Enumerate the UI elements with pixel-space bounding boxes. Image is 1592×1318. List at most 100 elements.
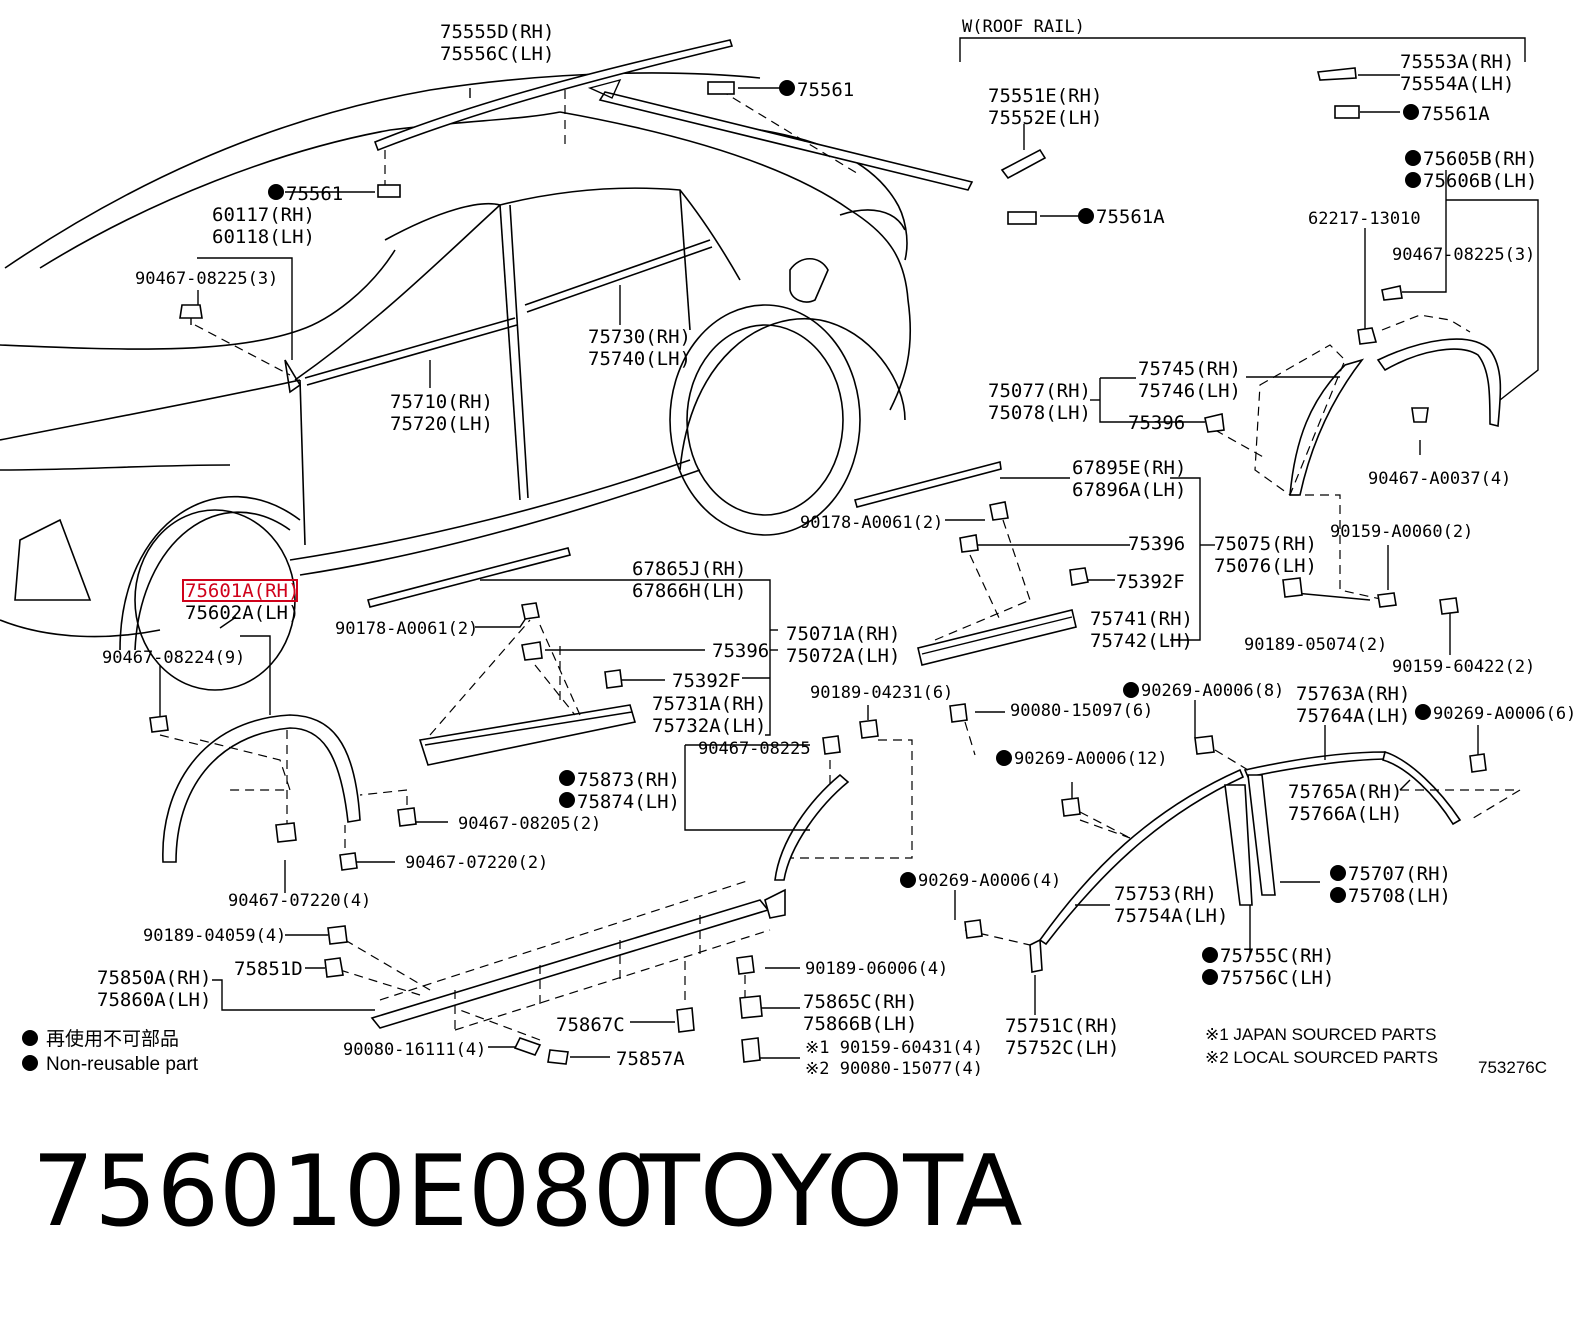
- callout-75561A-a[interactable]: 75561A: [1096, 206, 1165, 228]
- callout-75396-c[interactable]: 75396: [712, 640, 769, 662]
- callout-75866B[interactable]: 75866B(LH): [803, 1013, 917, 1035]
- callout-75602A[interactable]: 75602A(LH): [185, 602, 299, 624]
- callout-90189-05074[interactable]: 90189-05074(2): [1244, 635, 1387, 655]
- callout-75556C[interactable]: 75556C(LH): [440, 43, 554, 65]
- callout-67896A[interactable]: 67896A(LH): [1072, 479, 1186, 501]
- callout-90080-16111[interactable]: 90080-16111(4): [343, 1040, 486, 1060]
- callout-75606B[interactable]: 75606B(LH): [1423, 170, 1537, 192]
- callout-90467-08205[interactable]: 90467-08205(2): [458, 814, 601, 834]
- callout-75755C[interactable]: 75755C(RH): [1220, 945, 1334, 967]
- window-moldings: [1029, 750, 1523, 973]
- note-local-sourced: ※2 LOCAL SOURCED PARTS: [1205, 1048, 1438, 1067]
- callout-75077[interactable]: 75077(RH): [988, 380, 1091, 402]
- callout-90159-60422[interactable]: 90159-60422(2): [1392, 657, 1535, 677]
- callout-90467-07220-4[interactable]: 90467-07220(4): [228, 891, 371, 911]
- callout-75392F-b[interactable]: 75392F: [672, 670, 741, 692]
- callout-90467-08225[interactable]: 90467-08225: [698, 739, 811, 759]
- callout-75076[interactable]: 75076(LH): [1214, 555, 1317, 577]
- callout-75763A[interactable]: 75763A(RH): [1296, 683, 1410, 705]
- callout-75392F-a[interactable]: 75392F: [1116, 571, 1185, 593]
- rocker-molding: [370, 773, 850, 1031]
- callout-75745[interactable]: 75745(RH): [1138, 358, 1241, 380]
- callout-90269-A0006-4[interactable]: 90269-A0006(4): [918, 871, 1061, 891]
- callout-75554A[interactable]: 75554A(LH): [1400, 73, 1514, 95]
- callout-67865J[interactable]: 67865J(RH): [632, 558, 746, 580]
- callout-75708[interactable]: 75708(LH): [1348, 885, 1451, 907]
- callout-75561-top[interactable]: 75561: [797, 79, 854, 101]
- callout-67895E[interactable]: 67895E(RH): [1072, 457, 1186, 479]
- callout-90080-15097[interactable]: 90080-15097(6): [1010, 701, 1153, 721]
- callout-90467-07220-2[interactable]: 90467-07220(2): [405, 853, 548, 873]
- callout-90269-A0006-6[interactable]: 90269-A0006(6): [1433, 704, 1576, 724]
- callout-75752C[interactable]: 75752C(LH): [1005, 1037, 1119, 1059]
- callout-75865C[interactable]: 75865C(RH): [803, 991, 917, 1013]
- callout-75730[interactable]: 75730(RH): [588, 326, 691, 348]
- callout-90467-08225-3b[interactable]: 90467-08225(3): [1392, 245, 1535, 265]
- callout-75754A[interactable]: 75754A(LH): [1114, 905, 1228, 927]
- callout-90189-04231[interactable]: 90189-04231(6): [810, 683, 953, 703]
- callout-62217-13010[interactable]: 62217-13010: [1308, 209, 1421, 229]
- callout-75746[interactable]: 75746(LH): [1138, 380, 1241, 402]
- callout-90269-A0006-8[interactable]: 90269-A0006(8): [1141, 681, 1284, 701]
- non-reusable-markers: [22, 80, 1431, 1071]
- callout-75561A-b[interactable]: 75561A: [1421, 103, 1490, 125]
- callout-75071A[interactable]: 75071A(RH): [786, 623, 900, 645]
- callout-75078[interactable]: 75078(LH): [988, 402, 1091, 424]
- callout-75753[interactable]: 75753(RH): [1114, 883, 1217, 905]
- callout-75860A[interactable]: 75860A(LH): [97, 989, 211, 1011]
- callout-75075[interactable]: 75075(RH): [1214, 533, 1317, 555]
- callout-75766A[interactable]: 75766A(LH): [1288, 803, 1402, 825]
- callout-75765A[interactable]: 75765A(RH): [1288, 781, 1402, 803]
- callout-60118[interactable]: 60118(LH): [212, 226, 315, 248]
- callout-75873[interactable]: 75873(RH): [577, 769, 680, 791]
- callout-75742[interactable]: 75742(LH): [1090, 630, 1193, 652]
- brand-name: TOYOTA: [639, 1135, 1023, 1249]
- rear-fender-flares: [1254, 314, 1502, 496]
- callout-90269-A0006-12[interactable]: 90269-A0006(12): [1014, 749, 1168, 769]
- callout-75601A-highlighted[interactable]: 75601A(RH): [185, 580, 299, 602]
- legend: 再使用不可部品 Non-reusable part: [46, 1028, 199, 1075]
- callout-75555D[interactable]: 75555D(RH): [440, 21, 554, 43]
- callout-90189-06006[interactable]: 90189-06006(4): [805, 959, 948, 979]
- callout-75740[interactable]: 75740(LH): [588, 348, 691, 370]
- callout-75851D[interactable]: 75851D: [234, 958, 303, 980]
- callout-60117[interactable]: 60117(RH): [212, 204, 315, 226]
- callout-75756C[interactable]: 75756C(LH): [1220, 967, 1334, 989]
- callout-75396-a[interactable]: 75396: [1128, 412, 1185, 434]
- front-fender-flare: [162, 714, 361, 863]
- callout-75720[interactable]: 75720(LH): [390, 413, 493, 435]
- fasteners: [149, 285, 1487, 1065]
- callout-75731A[interactable]: 75731A(RH): [652, 693, 766, 715]
- callout-90467-08225-3a[interactable]: 90467-08225(3): [135, 269, 278, 289]
- callout-90159-A0060[interactable]: 90159-A0060(2): [1330, 522, 1473, 542]
- callout-75874[interactable]: 75874(LH): [577, 791, 680, 813]
- callout-75741[interactable]: 75741(RH): [1090, 608, 1193, 630]
- callout-75751C[interactable]: 75751C(RH): [1005, 1015, 1119, 1037]
- callout-75867C[interactable]: 75867C: [556, 1014, 625, 1036]
- callout-90159-60431[interactable]: ※1 90159-60431(4): [805, 1038, 983, 1058]
- callout-75605B[interactable]: 75605B(RH): [1423, 148, 1537, 170]
- callout-75857A[interactable]: 75857A: [616, 1048, 685, 1070]
- legend-non-reusable-en: Non-reusable part: [46, 1054, 199, 1075]
- callout-75707[interactable]: 75707(RH): [1348, 863, 1451, 885]
- callout-75561-left[interactable]: 75561: [286, 183, 343, 205]
- callout-labels: W(ROOF RAIL) 75555D(RH) 75556C(LH) 75561…: [97, 17, 1576, 1079]
- callout-75850A[interactable]: 75850A(RH): [97, 967, 211, 989]
- callout-75764A[interactable]: 75764A(LH): [1296, 705, 1410, 727]
- callout-75551E[interactable]: 75551E(RH): [988, 85, 1102, 107]
- callout-75553A[interactable]: 75553A(RH): [1400, 51, 1514, 73]
- callout-90467-08224[interactable]: 90467-08224(9): [102, 648, 245, 668]
- callout-90178-A0061-b[interactable]: 90178-A0061(2): [800, 513, 943, 533]
- callout-90189-04059[interactable]: 90189-04059(4): [143, 926, 286, 946]
- callout-75710[interactable]: 75710(RH): [390, 391, 493, 413]
- callout-90467-A0037[interactable]: 90467-A0037(4): [1368, 469, 1511, 489]
- callout-90178-A0061-a[interactable]: 90178-A0061(2): [335, 619, 478, 639]
- callout-67866H[interactable]: 67866H(LH): [632, 580, 746, 602]
- callout-90080-15077[interactable]: ※2 90080-15077(4): [805, 1059, 983, 1079]
- callout-75732A[interactable]: 75732A(LH): [652, 715, 766, 737]
- callout-75552E[interactable]: 75552E(LH): [988, 107, 1102, 129]
- callout-75072A[interactable]: 75072A(LH): [786, 645, 900, 667]
- vehicle-outline: [0, 72, 912, 691]
- callout-75396-b[interactable]: 75396: [1128, 533, 1185, 555]
